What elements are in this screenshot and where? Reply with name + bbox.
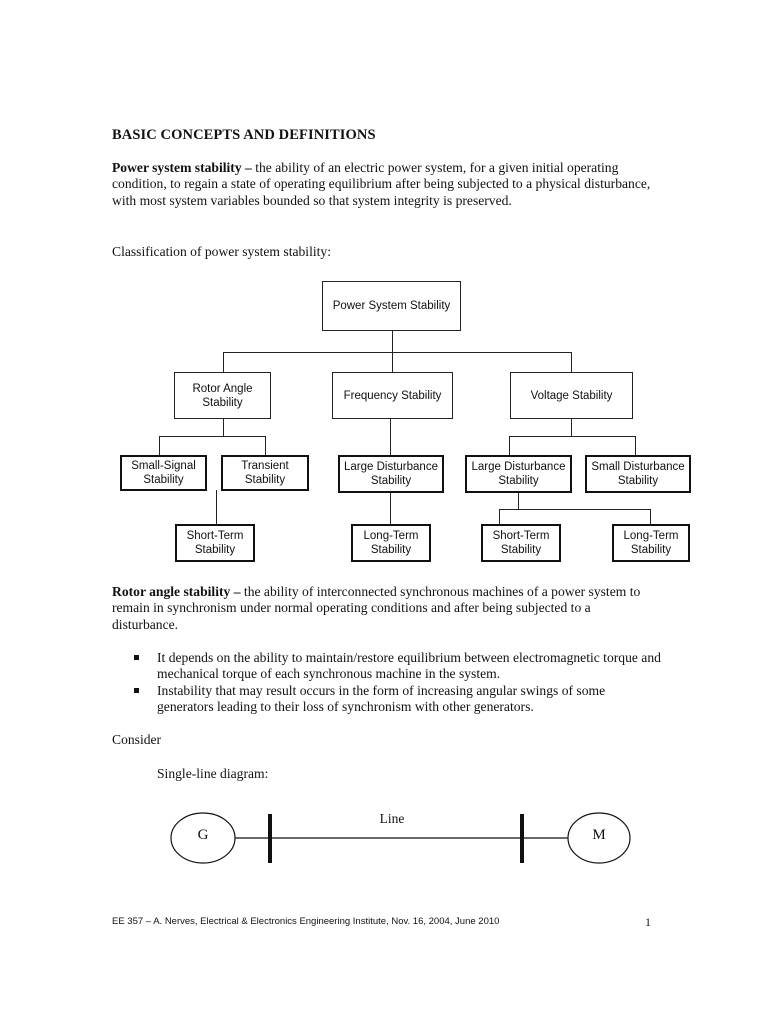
box-rotor-angle-stability: Rotor Angle Stability	[174, 372, 271, 419]
box-voltage-short-term-stability: Short-Term Stability	[481, 524, 561, 562]
connector	[223, 352, 572, 353]
connector	[390, 493, 391, 524]
connector	[499, 509, 650, 510]
box-small-signal-stability: Small-Signal Stability	[120, 455, 207, 491]
connector	[223, 418, 224, 437]
connector	[390, 418, 391, 455]
box-rotor-short-term-stability: Short-Term Stability	[175, 524, 255, 562]
connector	[509, 436, 635, 437]
bullet-text: It depends on the ability to maintain/re…	[157, 650, 661, 682]
rotor-angle-stability-definition: Rotor angle stability – the ability of i…	[112, 584, 652, 633]
box-frequency-long-term-stability: Long-Term Stability	[351, 524, 431, 562]
connector	[223, 352, 224, 372]
box-power-system-stability: Power System Stability	[322, 281, 461, 331]
connector	[265, 436, 266, 455]
connector	[635, 436, 636, 455]
definition-body: the ability of an electric power system,…	[112, 160, 651, 208]
page-number: 1	[645, 915, 651, 929]
connector	[392, 352, 393, 372]
connector	[499, 509, 500, 524]
connector	[571, 352, 572, 372]
bullet-text: Instability that may result occurs in th…	[157, 682, 606, 715]
connector	[518, 492, 519, 510]
box-voltage-small-disturbance: Small Disturbance Stability	[585, 455, 691, 493]
box-voltage-long-term-stability: Long-Term Stability	[612, 524, 690, 562]
definition-term: Rotor angle stability –	[112, 584, 241, 599]
connector	[509, 436, 510, 455]
sending-bus-bar	[268, 814, 272, 863]
connector	[392, 330, 393, 353]
classification-intro: Classification of power system stability…	[112, 244, 331, 259]
connector	[650, 509, 651, 524]
box-transient-stability: Transient Stability	[221, 455, 309, 491]
connector	[216, 490, 217, 524]
consider-text: Consider	[112, 732, 162, 747]
connector	[159, 436, 265, 437]
definition-term: Power system stability –	[112, 160, 252, 175]
generator-label: G	[198, 827, 209, 843]
line-label: Line	[380, 811, 405, 826]
power-system-stability-definition: Power system stability – the ability of …	[112, 160, 652, 209]
page-heading: BASIC CONCEPTS AND DEFINITIONS	[112, 127, 376, 143]
box-frequency-stability: Frequency Stability	[332, 372, 453, 419]
connector	[159, 436, 160, 455]
motor-label: M	[592, 827, 605, 843]
box-voltage-stability: Voltage Stability	[510, 372, 633, 419]
list-item: It depends on the ability to maintain/re…	[134, 650, 664, 683]
motor-circle	[567, 812, 631, 864]
bullet-square-icon	[134, 655, 139, 660]
list-item: Instability that may result occurs in th…	[134, 683, 664, 716]
bullet-square-icon	[134, 687, 139, 693]
box-voltage-large-disturbance: Large Disturbance Stability	[465, 455, 572, 493]
single-line-diagram-label: Single-line diagram:	[157, 766, 269, 781]
single-line-diagram: G Line M	[170, 811, 631, 864]
connector	[571, 418, 572, 437]
receiving-bus-bar	[520, 814, 524, 863]
page-footer: EE 357 – A. Nerves, Electrical & Electro…	[112, 916, 500, 927]
bullet-list: It depends on the ability to maintain/re…	[134, 650, 664, 716]
definition-body: the ability of interconnected synchronou…	[112, 584, 641, 632]
box-frequency-large-disturbance: Large Disturbance Stability	[338, 455, 444, 493]
